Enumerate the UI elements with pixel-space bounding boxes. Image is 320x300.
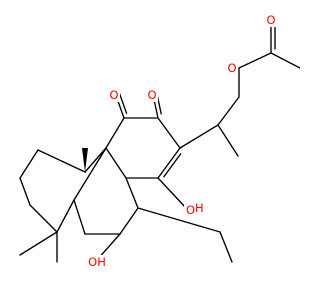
bond [179, 124, 219, 149]
label-background [226, 61, 238, 75]
atom-label-oket1: O [109, 88, 118, 102]
label-background [87, 255, 107, 269]
label-background [108, 88, 120, 102]
bond [157, 147, 181, 179]
label-background [146, 88, 158, 102]
bond [37, 149, 86, 173]
bond [217, 124, 239, 157]
bond [217, 96, 240, 126]
bond [137, 207, 221, 233]
bond [157, 177, 187, 209]
bond [105, 147, 127, 179]
bond [238, 52, 272, 69]
bond [270, 52, 300, 69]
atom-label-ocarb: O [266, 13, 275, 27]
bond [73, 147, 107, 201]
bond [73, 199, 86, 235]
label-background [184, 203, 196, 217]
bond [157, 117, 181, 149]
bond [19, 231, 58, 256]
bond [105, 117, 125, 149]
bond [29, 204, 58, 233]
label-background [265, 13, 277, 27]
bond [19, 177, 31, 206]
atom-label-oket2: O [147, 88, 156, 102]
bond [119, 207, 139, 235]
molecule-structure: OOOHOHOOO [19, 13, 300, 269]
double-bond-line [118, 91, 128, 114]
bond [84, 147, 107, 173]
double-bond-line [163, 153, 182, 178]
atom-label-oeth: O [186, 203, 195, 217]
atom-label-oester: O [227, 61, 236, 75]
bond [125, 177, 139, 209]
bond [19, 149, 39, 179]
stereo-wedge-bond [82, 148, 88, 172]
bond [219, 231, 233, 263]
bonds [19, 18, 300, 263]
atom-label-oh2: OH [88, 255, 106, 269]
bond [56, 199, 75, 233]
atom-labels: OOOHOHOOO [87, 13, 277, 269]
